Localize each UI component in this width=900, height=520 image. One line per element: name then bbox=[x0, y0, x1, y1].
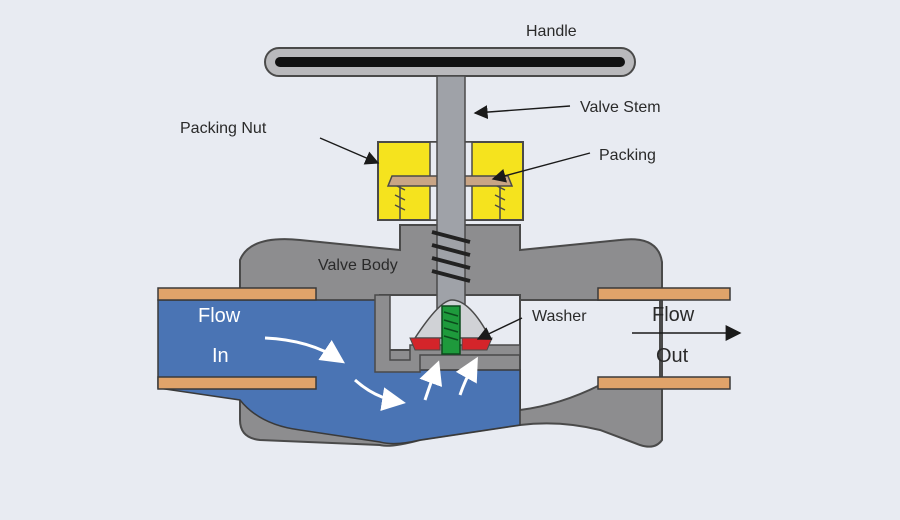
inlet-pipe bbox=[157, 287, 317, 390]
label-washer: Washer bbox=[532, 308, 587, 325]
handle bbox=[264, 47, 636, 77]
inlet-flow-arrows bbox=[264, 336, 478, 411]
label-flow-in-1: Flow bbox=[198, 305, 241, 327]
label-valve-body: Valve Body bbox=[318, 257, 398, 274]
outlet-pipe bbox=[597, 287, 731, 390]
leader-lines bbox=[319, 105, 591, 340]
washer bbox=[409, 305, 493, 355]
label-flow-out-1: Flow bbox=[652, 304, 695, 326]
label-flow-in-2: In bbox=[212, 345, 229, 367]
inlet-flow-water bbox=[157, 299, 521, 445]
label-packing-nut: Packing Nut bbox=[180, 120, 267, 137]
label-flow-out-2: Out bbox=[656, 345, 689, 367]
label-packing: Packing bbox=[599, 147, 656, 164]
label-handle: Handle bbox=[526, 23, 577, 40]
label-valve-stem: Valve Stem bbox=[580, 99, 661, 116]
